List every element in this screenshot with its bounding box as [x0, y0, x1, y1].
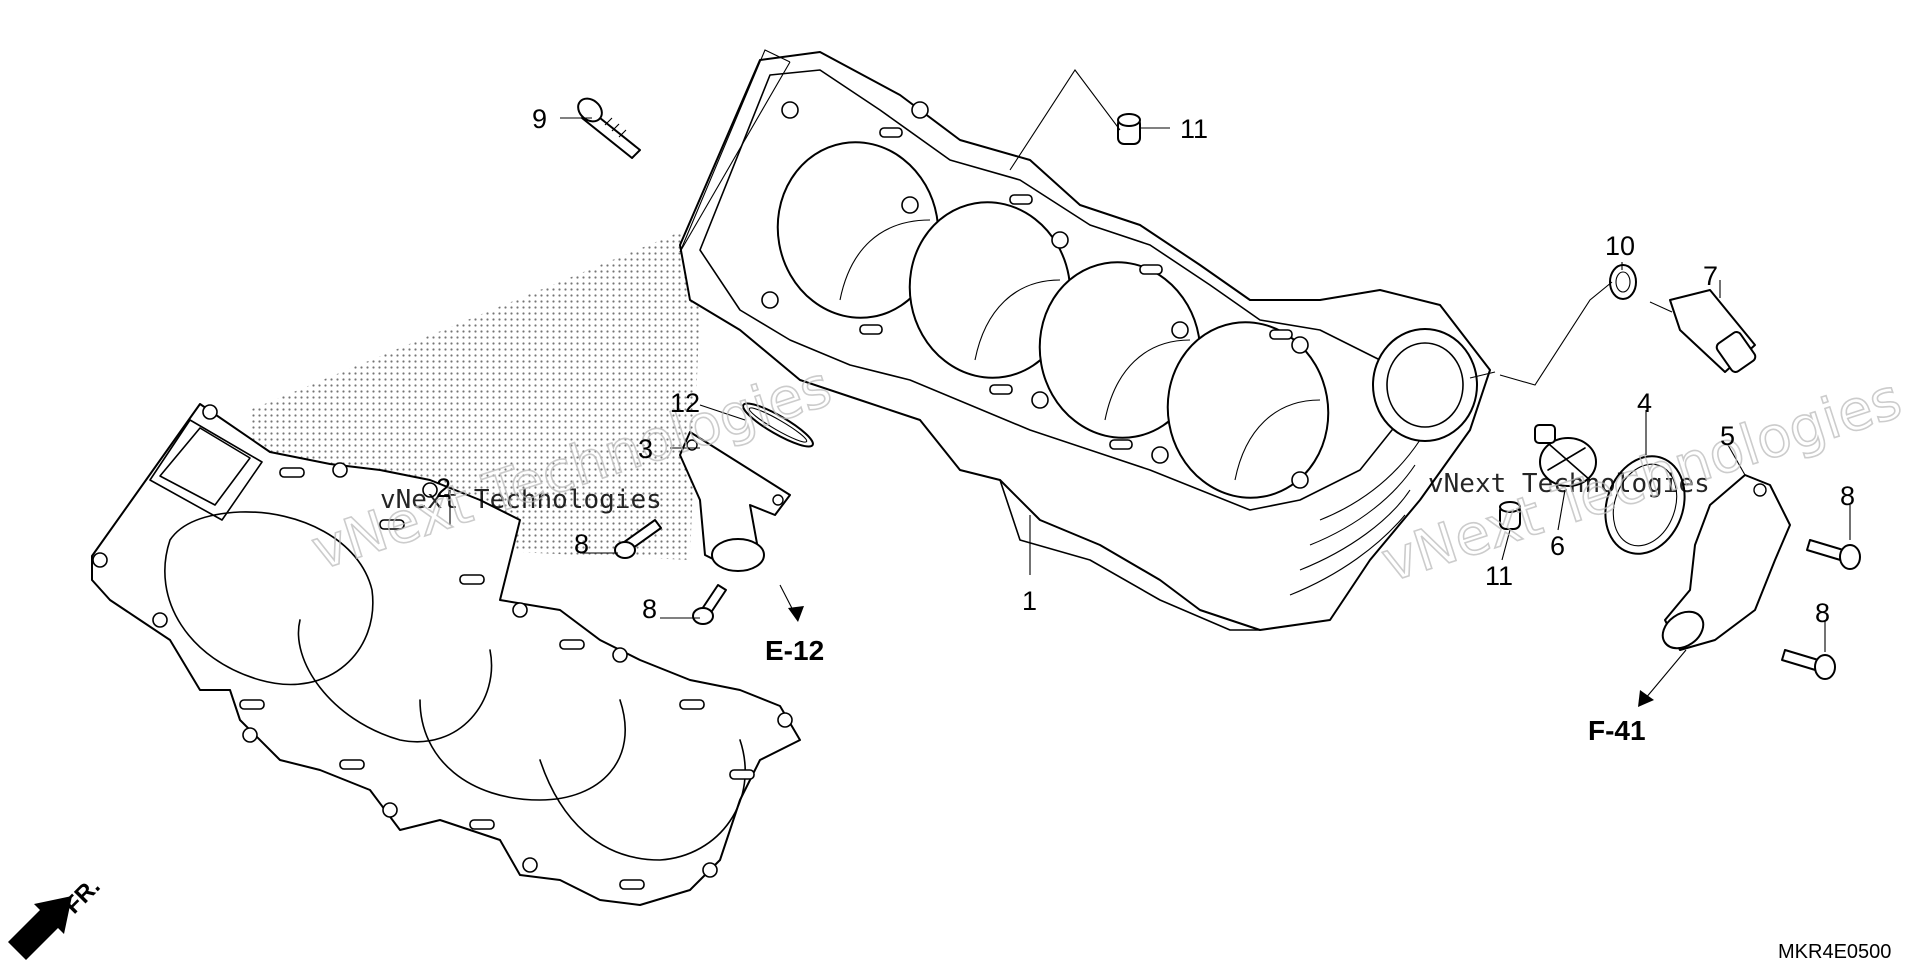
- callout-11-top: 11: [1180, 114, 1208, 144]
- callout-12: 12: [670, 388, 700, 418]
- callout-1: 1: [1022, 586, 1037, 616]
- callout-2: 2: [436, 473, 451, 503]
- thermostat-cover-5: [1661, 474, 1791, 651]
- watermark-small-left: vNext Technologies: [380, 485, 662, 515]
- cylinder-block: [679, 51, 1491, 631]
- callout-8-b: 8: [642, 594, 657, 624]
- bolt-8-b: [692, 584, 727, 625]
- o-ring-4: [1604, 455, 1686, 555]
- dowel-pin-upper: [1117, 113, 1141, 145]
- thermostat-6: [1534, 424, 1597, 487]
- cylinder-gasket: [91, 403, 801, 906]
- callout-8-d: 8: [1815, 598, 1830, 628]
- callout-9: 9: [532, 104, 547, 134]
- reference-e12: E-12: [765, 635, 824, 666]
- diagram-code: MKR4E0500: [1778, 941, 1891, 960]
- callouts: 9 11 10 7 12 4 5 3 8 2 8 6 11 1 8 8: [436, 104, 1855, 628]
- callout-4: 4: [1637, 388, 1652, 418]
- reference-arrows: [788, 606, 1654, 707]
- callout-3: 3: [638, 434, 653, 464]
- washer-10: [1609, 264, 1637, 300]
- callout-8-a: 8: [574, 529, 589, 559]
- bolt-8-a: [614, 519, 662, 559]
- o-ring-12: [742, 402, 814, 448]
- dowel-pin-lower: [1499, 501, 1521, 530]
- callout-5: 5: [1720, 421, 1735, 451]
- reference-f41: F-41: [1588, 715, 1646, 746]
- bolt-9: [577, 97, 641, 159]
- bolt-8-c: [1806, 539, 1861, 570]
- callout-7: 7: [1703, 261, 1718, 291]
- water-joint-3: [679, 431, 791, 572]
- callout-6: 6: [1550, 531, 1565, 561]
- front-direction-arrow: FR.: [8, 873, 106, 960]
- temperature-sensor-7: [1649, 289, 1757, 373]
- callout-8-c: 8: [1840, 481, 1855, 511]
- callout-10: 10: [1605, 231, 1635, 261]
- callout-11-bottom: 11: [1485, 561, 1513, 591]
- bolt-8-d: [1781, 649, 1836, 680]
- watermark-small-right: vNext Technologies: [1428, 469, 1710, 499]
